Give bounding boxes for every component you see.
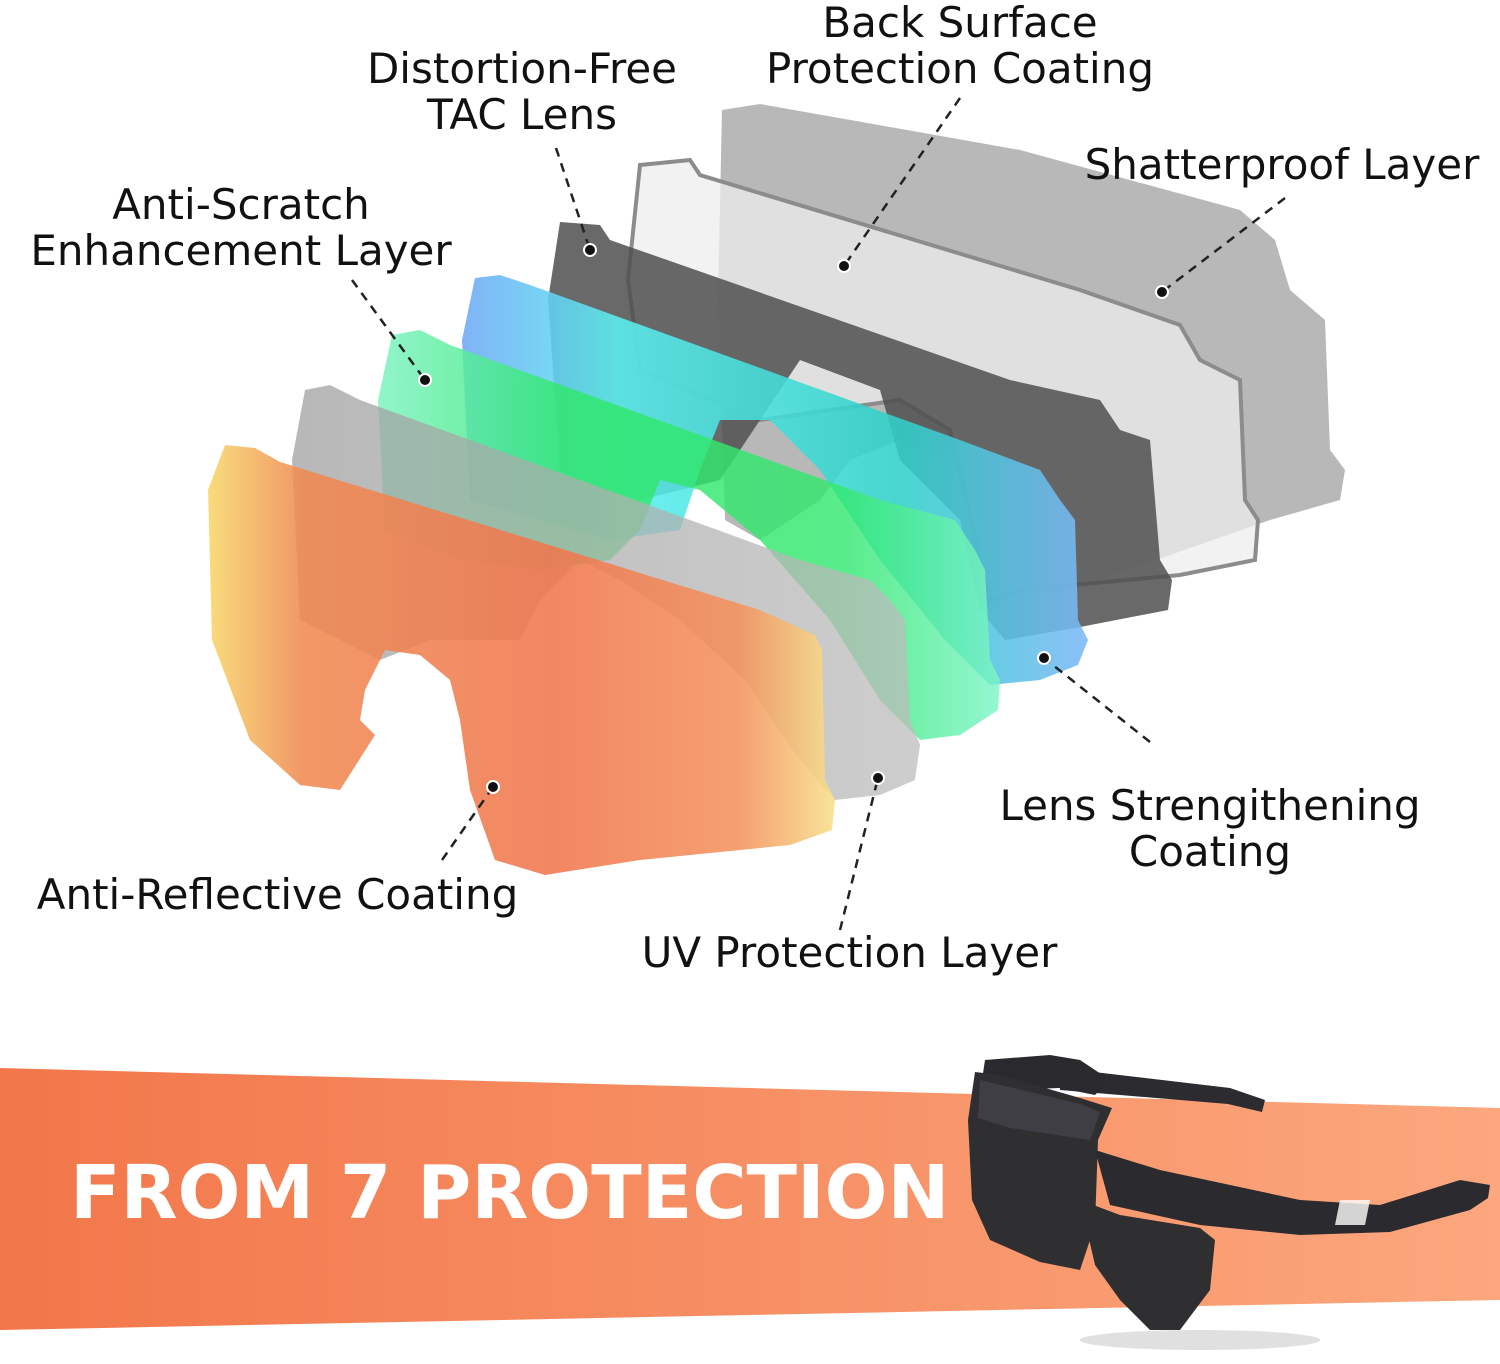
label-line: Protection Coating	[765, 44, 1154, 93]
label-lens-strengthening-coating: Lens Strengithening Coating	[990, 783, 1430, 875]
label-anti-scratch-layer: Anti-Scratch Enhancement Layer	[26, 182, 456, 274]
label-line: Anti-Reflective Coating	[36, 870, 519, 919]
label-line: Coating	[1128, 827, 1292, 876]
label-uv-protection-layer: UV Protection Layer	[632, 930, 1067, 976]
leader-dots	[418, 243, 1169, 794]
label-line: Lens Strengithening	[999, 781, 1421, 830]
label-line: Anti-Scratch	[112, 180, 370, 229]
sunglasses-product-image	[968, 1055, 1490, 1350]
label-line: Shatterproof Layer	[1084, 140, 1480, 189]
label-line: TAC Lens	[426, 90, 618, 139]
label-line: Enhancement Layer	[30, 226, 452, 275]
label-distortion-free-tac-lens: Distortion-Free TAC Lens	[352, 46, 692, 138]
label-anti-reflective-coating: Anti-Reflective Coating	[30, 872, 525, 918]
lens-anti-reflective-layer	[208, 445, 835, 875]
banner-headline: FROM 7 PROTECTION	[70, 1150, 950, 1236]
leader-lines	[350, 97, 1286, 931]
label-line: UV Protection Layer	[641, 928, 1058, 977]
label-line: Distortion-Free	[366, 44, 678, 93]
label-back-surface-coating: Back Surface Protection Coating	[760, 0, 1160, 92]
label-line: Back Surface	[822, 0, 1098, 47]
label-shatterproof-layer: Shatterproof Layer	[1082, 142, 1482, 188]
